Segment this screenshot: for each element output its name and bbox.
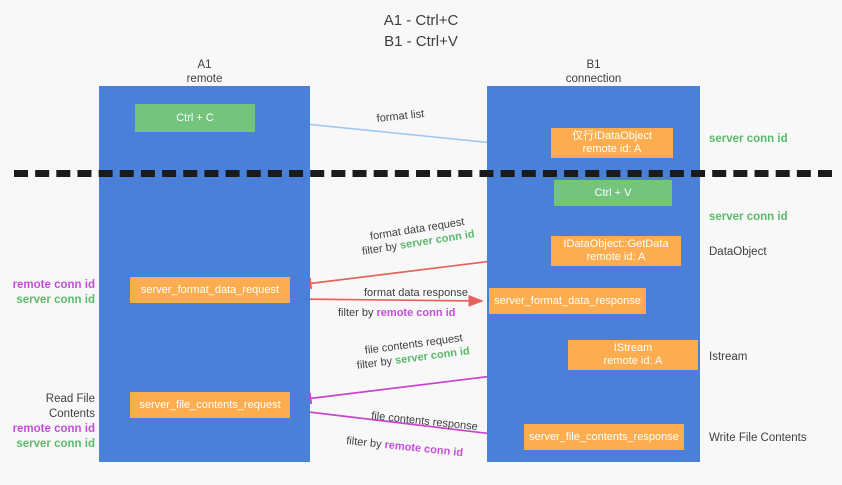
label-group-format-conn-ids: remote conn id server conn id — [10, 278, 95, 308]
node-istream[interactable]: IStream remote id: A — [568, 340, 698, 370]
node-ctrl-c-label: Ctrl + C — [176, 111, 214, 124]
node-idataobject-getdata[interactable]: IDataObject::GetData remote id: A — [551, 236, 681, 266]
node-getdata-line1: IDataObject::GetData — [563, 238, 669, 250]
label-remote-conn-id-file: remote conn id — [12, 423, 95, 435]
title-line-2: B1 - Ctrl+V — [384, 33, 458, 50]
dashed-divider — [14, 170, 832, 177]
node-getdata-line2: remote id: A — [586, 251, 646, 263]
label-dataobject: DataObject — [709, 246, 767, 258]
filter-key-fdres: remote conn id — [376, 307, 456, 319]
label-server-conn-id-format: server conn id — [16, 294, 95, 306]
edge-label-format-data-response: format data response — [364, 287, 468, 299]
label-istream: Istream — [709, 351, 748, 363]
node-idataobject-line1: 仅行IDataObject — [571, 130, 653, 142]
node-format-data-request-label: server_format_data_request — [140, 283, 280, 296]
label-write-file-contents: Write File Contents — [709, 432, 807, 444]
node-server-file-contents-response[interactable]: server_file_contents_response — [524, 424, 684, 450]
node-ctrl-v[interactable]: Ctrl + V — [554, 180, 672, 206]
node-idataobject-line2: remote id: A — [582, 143, 642, 155]
label-remote-conn-id-format: remote conn id — [12, 279, 95, 291]
node-file-contents-response-label: server_file_contents_response — [529, 430, 679, 443]
node-file-contents-request-label: server_file_contents_request — [139, 398, 281, 411]
filter-prefix-fcr: filter by — [356, 355, 393, 372]
label-server-conn-id-top: server conn id — [709, 133, 788, 145]
label-server-conn-id-file: server conn id — [16, 438, 95, 450]
node-server-format-data-request[interactable]: server_format_data_request — [130, 277, 290, 303]
page-title: A1 - Ctrl+C B1 - Ctrl+V — [0, 10, 842, 52]
column-header-b1: B1 connection — [487, 58, 700, 86]
node-istream-line2: remote id: A — [603, 355, 663, 367]
node-server-format-data-response[interactable]: server_format_data_response — [489, 288, 646, 314]
arrow-file-contents-response — [291, 409, 520, 442]
edge-filter-format-data-response: filter by remote conn id — [338, 306, 455, 321]
filter-prefix-fcres: filter by — [345, 434, 383, 451]
label-read-file-contents: Read File Contents — [45, 393, 95, 420]
label-server-conn-id-paste: server conn id — [709, 211, 788, 223]
column-a1-name: A1 — [197, 59, 212, 71]
title-line-1: A1 - Ctrl+C — [383, 12, 459, 29]
node-format-data-response-label: server_format_data_response — [494, 294, 641, 307]
filter-prefix-fdres: filter by — [338, 307, 374, 319]
node-istream-line1: IStream — [613, 342, 653, 354]
node-ctrl-v-label: Ctrl + V — [594, 186, 632, 199]
column-a1-role: remote — [186, 73, 223, 85]
arrow-format-data-response — [291, 294, 484, 307]
node-idataobject[interactable]: 仅行IDataObject remote id: A — [551, 128, 673, 158]
column-header-a1: A1 remote — [99, 58, 310, 86]
label-group-file-conn-ids: Read File Contents remote conn id server… — [10, 392, 95, 452]
node-ctrl-c[interactable]: Ctrl + C — [135, 104, 255, 132]
column-b1-name: B1 — [586, 59, 601, 71]
column-b1-role: connection — [565, 73, 622, 85]
node-server-file-contents-request[interactable]: server_file_contents_request — [130, 392, 290, 418]
